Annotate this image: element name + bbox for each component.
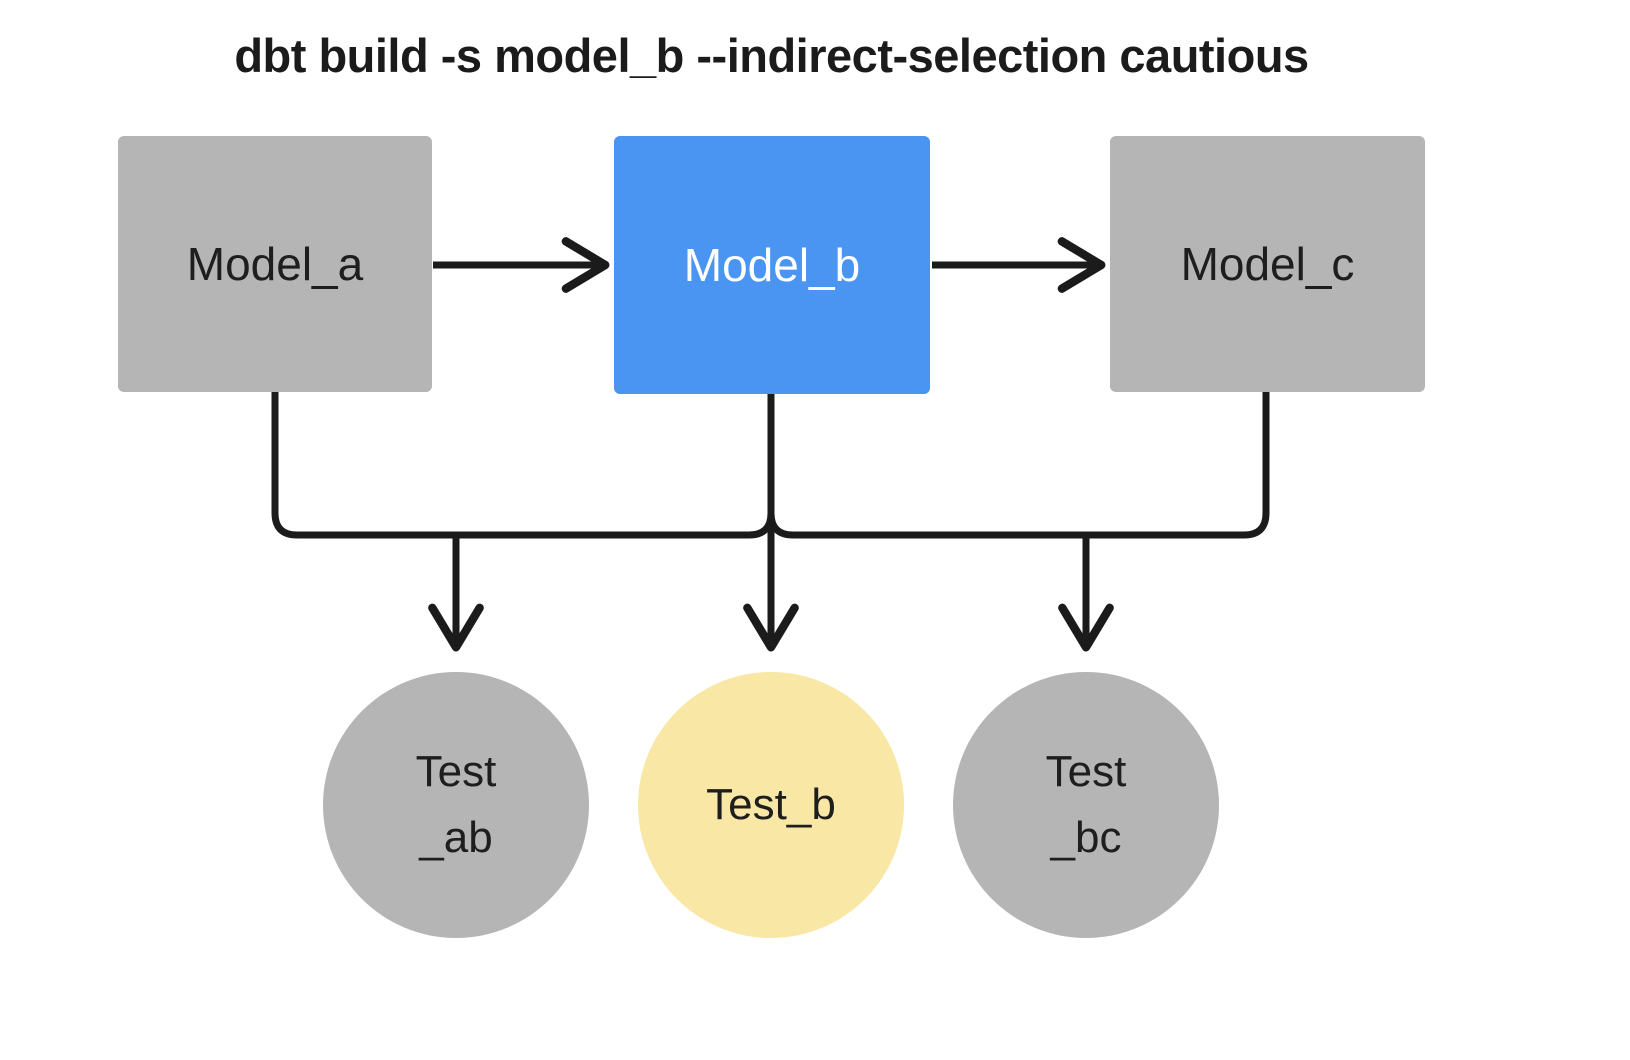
node-model-a: Model_a: [118, 136, 432, 392]
node-model-b: Model_b: [614, 136, 930, 394]
node-test-b: Test_b: [638, 672, 904, 938]
node-model-b-label: Model_b: [683, 239, 861, 291]
node-test-b-label: Test_b: [706, 780, 836, 829]
node-test-ab-label-line2: _ab: [419, 813, 493, 862]
node-model-c-label: Model_c: [1180, 238, 1355, 290]
node-test-bc: Test _bc: [953, 672, 1219, 938]
node-model-c: Model_c: [1110, 136, 1425, 392]
node-model-a-label: Model_a: [186, 238, 364, 290]
diagram-title: dbt build -s model_b --indirect-selectio…: [234, 29, 1309, 82]
node-test-bc-label-line2: _bc: [1050, 813, 1122, 862]
node-test-ab: Test _ab: [323, 672, 589, 938]
node-test-ab-label-line1: Test: [415, 747, 497, 796]
edge-model-c-junction: [767, 392, 1270, 539]
edge-model-a-junction: [271, 392, 775, 539]
node-test-bc-label-line1: Test: [1045, 747, 1127, 796]
